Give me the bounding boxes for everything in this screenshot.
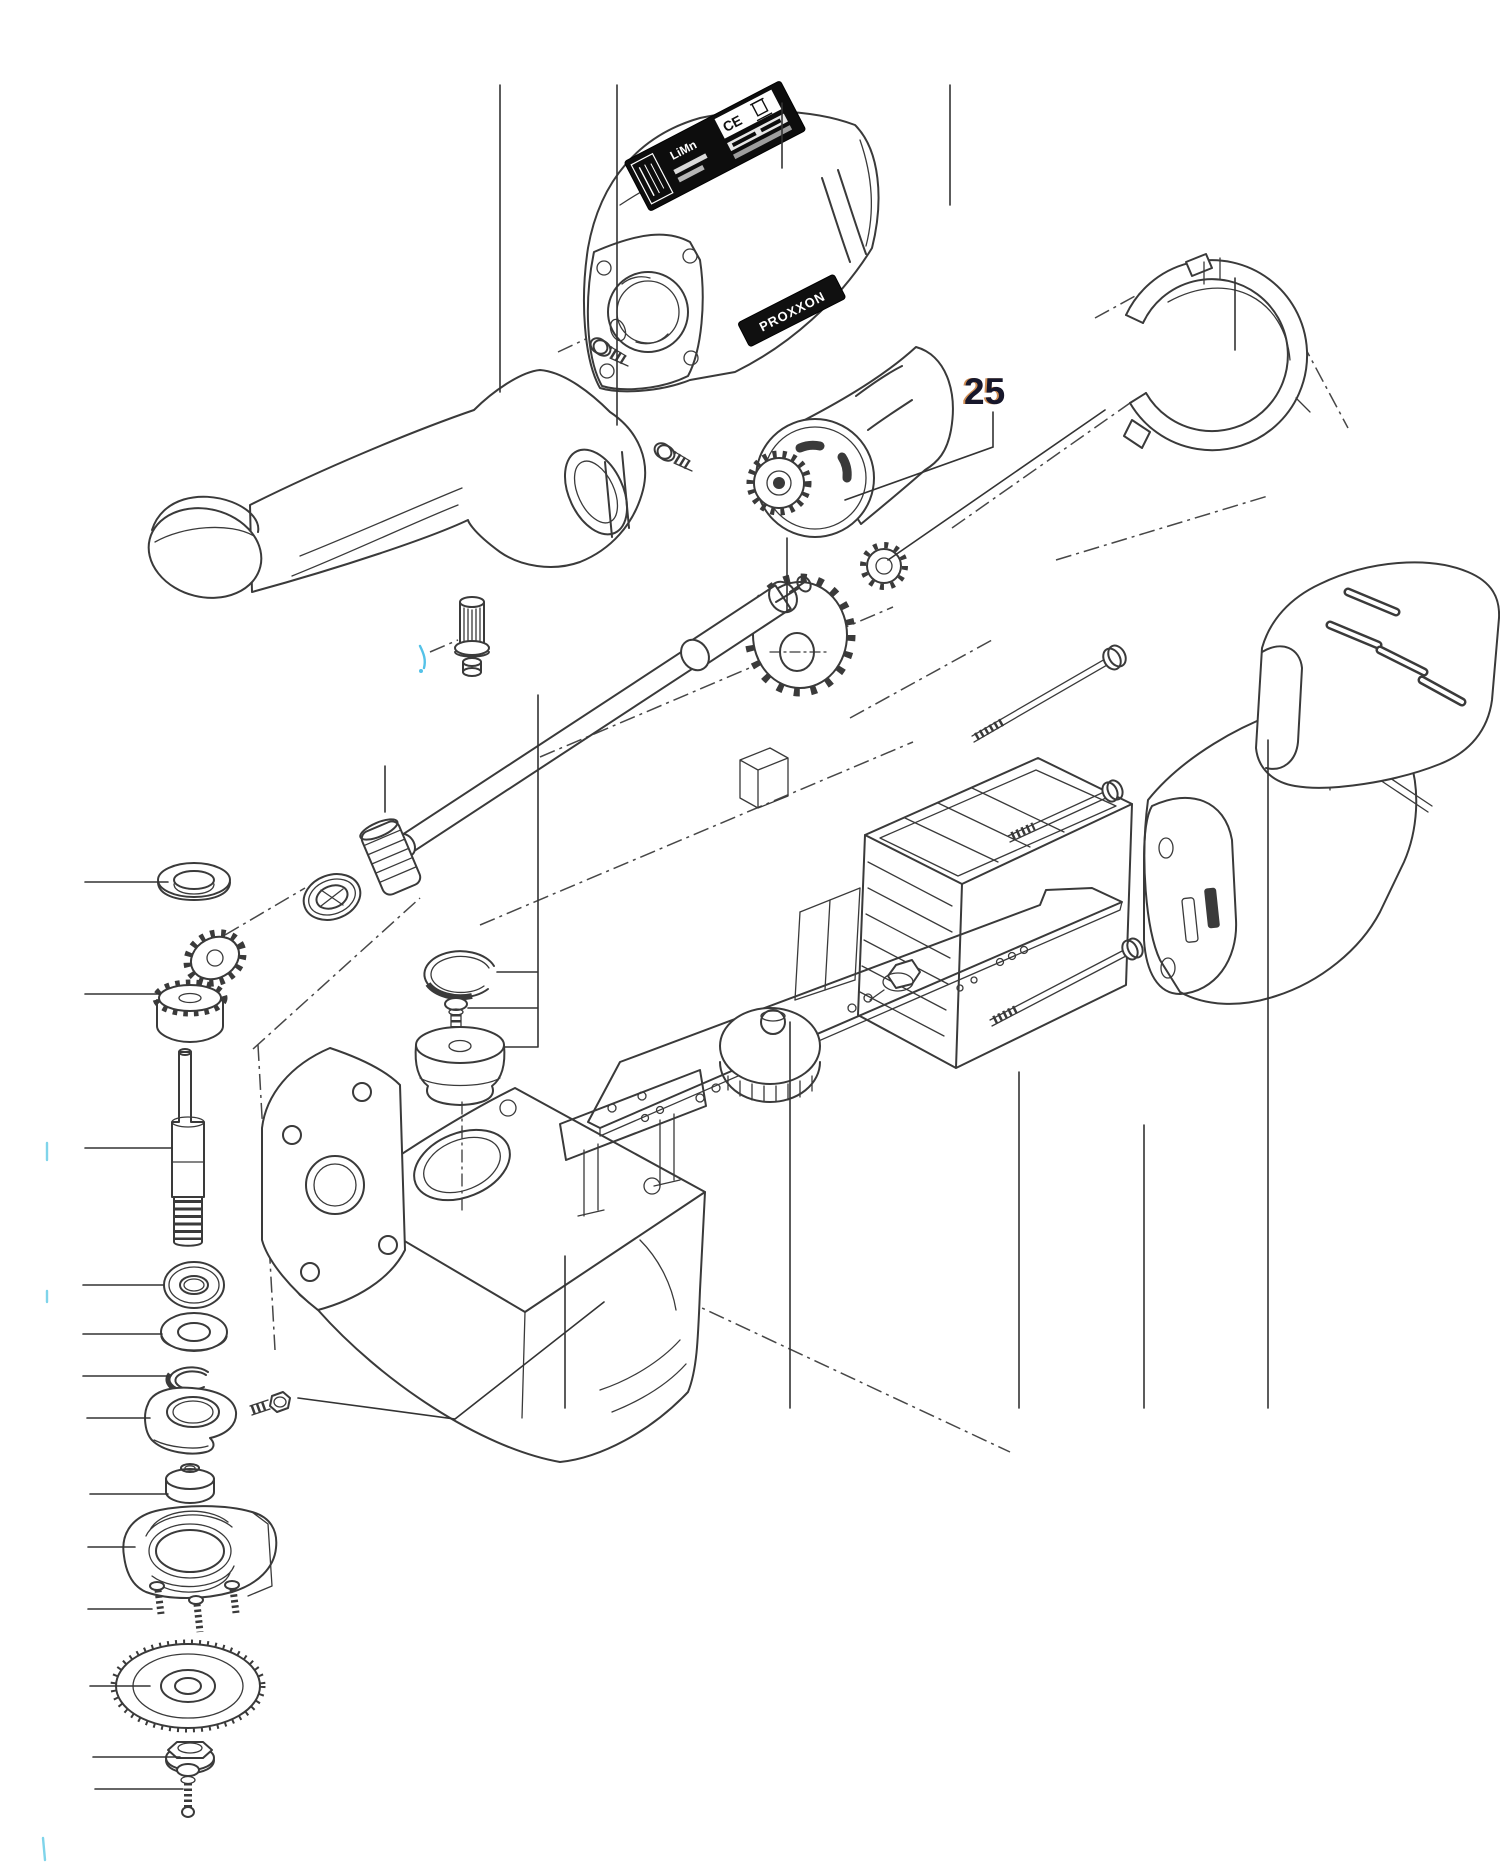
nameplate-label: LiMn CE xyxy=(624,81,806,211)
weee-bin-icon xyxy=(749,97,773,122)
housing-screw-lower xyxy=(653,442,693,472)
spindle-lock-button xyxy=(418,596,490,677)
callout-25-number[interactable]: 25 xyxy=(964,371,1005,412)
spacer-bushing xyxy=(165,1463,215,1504)
sanding-disc xyxy=(110,1639,266,1733)
disc-screw xyxy=(176,1763,200,1818)
lower-housing xyxy=(261,1047,706,1463)
guard-plate xyxy=(122,1505,278,1599)
nameplate-ce-mark: CE xyxy=(720,112,745,135)
handle-housing xyxy=(147,369,647,599)
ball-bearing xyxy=(163,1261,225,1309)
hotspot-tick-marks xyxy=(41,1141,49,1862)
pcb-assembly xyxy=(559,887,1123,1217)
part-callout-25[interactable]: 25 25 xyxy=(962,371,1005,412)
bevel-pinion xyxy=(183,929,247,987)
guard-screws xyxy=(149,1580,240,1633)
shaft-coupling xyxy=(359,818,422,896)
motor-pinion xyxy=(746,450,812,516)
spindle-shaft xyxy=(171,1048,205,1247)
housing-screw-front xyxy=(589,337,629,367)
cage-screws xyxy=(971,644,1144,1027)
grip-cover xyxy=(1255,561,1500,789)
pinion-gear xyxy=(860,542,908,590)
flanged-nut xyxy=(165,1741,215,1774)
upper-bearing xyxy=(157,862,231,901)
hotspot-mark xyxy=(418,644,426,670)
bevel-gear xyxy=(152,979,228,1043)
bearing-cap xyxy=(414,1026,506,1106)
washer xyxy=(160,1312,228,1352)
grip-vent-slots xyxy=(1325,587,1467,707)
motor-holder-ring xyxy=(1123,253,1311,452)
drive-shaft xyxy=(394,575,812,858)
flange-screw xyxy=(249,1391,291,1416)
cam-flange xyxy=(144,1386,238,1455)
coupling-ring xyxy=(302,873,362,921)
snap-ring xyxy=(423,950,495,1001)
callout-25-fringe: 25 xyxy=(962,371,1003,412)
pcb-bracket xyxy=(559,1069,707,1217)
leader-lines xyxy=(82,84,1269,1790)
motor-cage xyxy=(739,747,1133,1069)
hotspot-dot xyxy=(419,669,423,673)
motor xyxy=(746,346,954,538)
speed-knob xyxy=(719,1007,821,1103)
pcb-end-bracket xyxy=(794,887,861,1001)
